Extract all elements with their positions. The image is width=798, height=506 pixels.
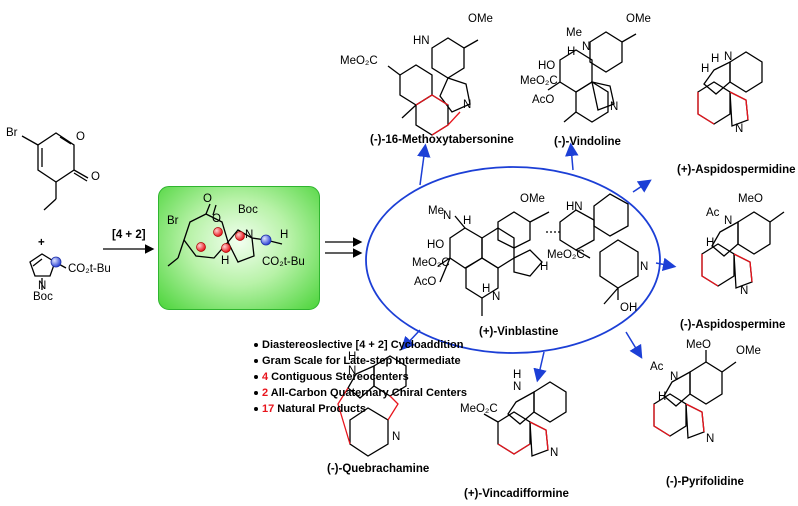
vincadifformine-h-label: H xyxy=(513,369,522,381)
tabersonine-ester-label: MeO₂C xyxy=(340,55,378,67)
vinblastine-ho-label: HO xyxy=(427,239,445,251)
vindoline-ome-label: OMe xyxy=(626,13,651,25)
cycloadduct-box xyxy=(158,186,320,310)
arrow-to-pyrifolidine xyxy=(625,331,643,359)
intermediate-n-label: N xyxy=(245,229,254,241)
product-16-methoxytabersonine: (-)-16-Methoxytabersonine xyxy=(370,134,514,146)
highlight-item: Gram Scale for Late-step Intermediate xyxy=(254,355,461,367)
pyrroline-stereo-dot xyxy=(50,256,62,268)
aspidospermine-structure xyxy=(701,211,785,289)
vinblastine-n2-label: N xyxy=(492,291,501,303)
vinblastine-oh-label: OH xyxy=(620,302,638,314)
vinblastine-me-label: Me xyxy=(428,205,444,217)
vindoline-ester-label: MeO₂C xyxy=(520,75,558,87)
pyrroline-ester-label: CO₂t-Bu xyxy=(68,263,111,275)
quebrachamine-n-label: N xyxy=(348,365,357,377)
arrow-to-aspidospermine xyxy=(655,257,677,271)
vinblastine-hn-label: HN xyxy=(566,201,583,213)
cycloaddition-condition: [4 + 2] xyxy=(112,229,146,241)
pyrroline-boc-label: Boc xyxy=(33,291,53,303)
aspidospermine-ac-label: Ac xyxy=(706,207,720,219)
vindoline-n2-label: N xyxy=(610,101,619,113)
intermediate-boc-label: Boc xyxy=(238,204,258,216)
vindoline-n-label: N xyxy=(582,41,591,53)
vinblastine-ester2-label: MeO₂C xyxy=(547,249,585,261)
aspidospermidine-h2-label: H xyxy=(701,63,710,75)
vincadifformine-n-label: N xyxy=(513,381,522,393)
intermediate-o1-label: O xyxy=(203,193,212,205)
pyrifolidine-meo-label: MeO xyxy=(686,339,711,351)
arrow-to-vincadifformine xyxy=(533,351,547,383)
pyrone-structure xyxy=(21,132,89,211)
intermediate-ester-label: CO₂t-Bu xyxy=(262,256,305,268)
divergence-ellipse xyxy=(365,166,661,354)
product-quebrachamine: (-)-Quebrachamine xyxy=(327,463,430,475)
intermediate-br-label: Br xyxy=(167,215,179,227)
vinblastine-n3-label: N xyxy=(640,261,649,273)
vindoline-aco-label: AcO xyxy=(532,94,555,106)
intermediate-o2-label: O xyxy=(212,213,221,225)
vinblastine-structure xyxy=(437,193,639,316)
highlight-item: 4 Contiguous Stereocenters xyxy=(254,371,409,383)
vinblastine-h3-label: H xyxy=(540,261,549,273)
vincadifformine-ester-label: MeO₂C xyxy=(460,403,498,415)
tabersonine-ome-label: OMe xyxy=(468,13,493,25)
aspidospermine-n2-label: N xyxy=(740,285,749,297)
arrow-to-vindoline xyxy=(565,142,579,171)
arrow-to-tabersonine xyxy=(417,143,431,186)
vinblastine-aco-label: AcO xyxy=(414,276,437,288)
plus-sign: + xyxy=(38,237,45,249)
highlight-item: 17 Natural Products xyxy=(254,403,366,415)
product-vindoline: (-)-Vindoline xyxy=(554,136,621,148)
vinblastine-h2-label: H xyxy=(482,283,491,295)
aspidospermidine-n-label: N xyxy=(724,51,733,63)
vinblastine-ome-label: OMe xyxy=(520,193,545,205)
vinblastine-n-label: N xyxy=(443,210,452,222)
aspidospermidine-n2-label: N xyxy=(735,123,744,135)
tabersonine-n-label: N xyxy=(463,99,472,111)
pyrifolidine-n-label: N xyxy=(670,371,679,383)
product-pyrifolidine: (-)-Pyrifolidine xyxy=(666,476,744,488)
highlight-item: 2 All-Carbon Quaternary Chiral Centers xyxy=(254,387,467,399)
quebrachamine-n2-label: N xyxy=(392,431,401,443)
intermediate-h2-label: H xyxy=(280,229,289,241)
vinblastine-ester-label: MeO₂C xyxy=(412,257,450,269)
intermediate-h1-label: H xyxy=(221,255,230,267)
tabersonine-hn-label: HN xyxy=(413,35,430,47)
vindoline-h-label: H xyxy=(567,46,576,58)
vindoline-ho-label: HO xyxy=(538,60,556,72)
pyrifolidine-ac-label: Ac xyxy=(650,361,664,373)
highlight-item: Diastereoslective [4 + 2] Cycloaddition xyxy=(254,339,463,351)
product-vinblastine: (+)-Vinblastine xyxy=(479,326,559,338)
vinblastine-h-label: H xyxy=(463,215,472,227)
product-aspidospermine: (-)-Aspidospermine xyxy=(680,319,786,331)
aspidospermidine-h-label: H xyxy=(711,53,720,65)
pyrifolidine-h-label: H xyxy=(658,391,667,403)
aspidospermine-n-label: N xyxy=(724,215,733,227)
aspidospermine-h-label: H xyxy=(706,237,715,249)
vincadifformine-n2-label: N xyxy=(550,447,559,459)
aspidospermine-meo-label: MeO xyxy=(738,193,763,205)
pyrifolidine-n2-label: N xyxy=(706,433,715,445)
pyrroline-n-label: N xyxy=(38,280,47,292)
pyrone-ring-o-label: O xyxy=(76,131,85,143)
product-vincadifformine: (+)-Vincadifformine xyxy=(464,488,569,500)
pyrifolidine-ome-label: OMe xyxy=(736,345,761,357)
arrow-to-quebrachamine xyxy=(400,329,421,351)
vindoline-structure xyxy=(547,31,637,123)
quebrachamine-h-label: H xyxy=(348,351,357,363)
pyrone-br-label: Br xyxy=(6,127,18,139)
vindoline-me-label: Me xyxy=(566,27,582,39)
product-aspidospermidine: (+)-Aspidospermidine xyxy=(677,164,796,176)
pyrone-carbonyl-o-label: O xyxy=(91,171,100,183)
arrow-to-aspidospermidine xyxy=(632,179,652,193)
